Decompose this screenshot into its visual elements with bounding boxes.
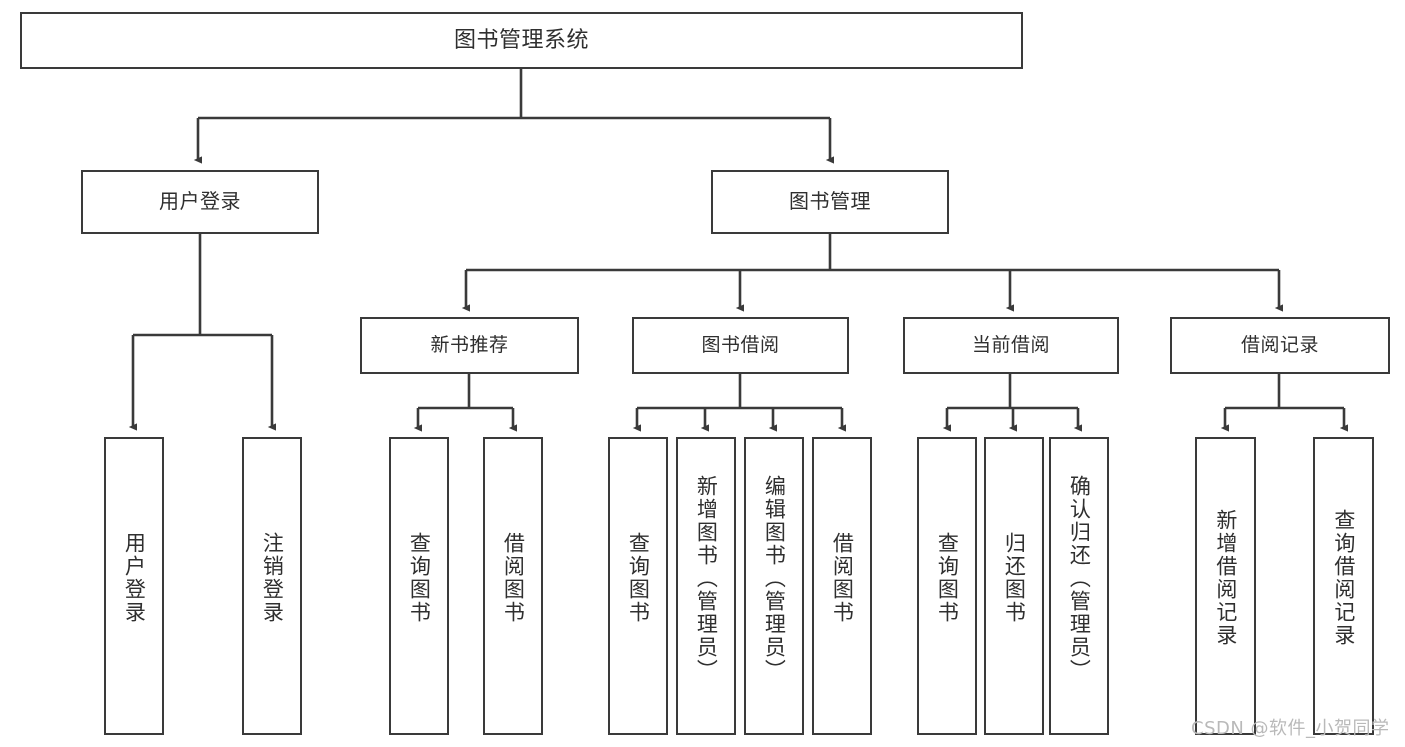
leaf-query-book-3-label: 查询图书 [935, 532, 960, 624]
node-root-system-label: 图书管理系统 [453, 27, 589, 53]
leaf-query-book-1-label: 查询图书 [407, 532, 432, 624]
leaf-user-login-label: 用户登录 [122, 532, 147, 624]
node-book-management-label: 图书管理 [789, 189, 871, 214]
leaf-return-book-label: 归还图书 [1002, 532, 1027, 624]
node-book-borrow-label: 图书借阅 [701, 334, 780, 357]
node-book-borrow[interactable]: 图书借阅 [632, 317, 849, 374]
leaf-add-book-label: 新增图书（管理员） [694, 475, 719, 682]
csdn-watermark: CSDN @软件_小贺同学 [1191, 718, 1390, 739]
node-user-login-label: 用户登录 [159, 189, 241, 214]
node-borrow-record[interactable]: 借阅记录 [1170, 317, 1390, 374]
leaf-edit-book[interactable]: 编辑图书（管理员） [744, 437, 804, 735]
node-root-system[interactable]: 图书管理系统 [20, 12, 1023, 69]
leaf-borrow-book-2[interactable]: 借阅图书 [812, 437, 872, 735]
leaf-user-login[interactable]: 用户登录 [104, 437, 164, 735]
node-new-book-recommend[interactable]: 新书推荐 [360, 317, 579, 374]
leaf-query-book-2-label: 查询图书 [626, 532, 651, 624]
node-user-login[interactable]: 用户登录 [81, 170, 319, 234]
leaf-query-book-2[interactable]: 查询图书 [608, 437, 668, 735]
leaf-borrow-book-2-label: 借阅图书 [830, 532, 855, 624]
leaf-add-record-label: 新增借阅记录 [1213, 509, 1238, 647]
leaf-add-record[interactable]: 新增借阅记录 [1195, 437, 1256, 735]
leaf-query-record[interactable]: 查询借阅记录 [1313, 437, 1374, 735]
leaf-query-book-1[interactable]: 查询图书 [389, 437, 449, 735]
leaf-logout-login[interactable]: 注销登录 [242, 437, 302, 735]
leaf-logout-login-label: 注销登录 [260, 532, 285, 624]
node-borrow-record-label: 借阅记录 [1240, 334, 1319, 357]
node-new-book-recommend-label: 新书推荐 [430, 334, 509, 357]
node-current-borrow[interactable]: 当前借阅 [903, 317, 1119, 374]
leaf-return-book[interactable]: 归还图书 [984, 437, 1044, 735]
leaf-confirm-return[interactable]: 确认归还（管理员） [1049, 437, 1109, 735]
leaf-confirm-return-label: 确认归还（管理员） [1067, 475, 1092, 682]
leaf-query-record-label: 查询借阅记录 [1331, 509, 1356, 647]
leaf-borrow-book-1-label: 借阅图书 [501, 532, 526, 624]
leaf-borrow-book-1[interactable]: 借阅图书 [483, 437, 543, 735]
leaf-add-book[interactable]: 新增图书（管理员） [676, 437, 736, 735]
node-book-management[interactable]: 图书管理 [711, 170, 949, 234]
node-current-borrow-label: 当前借阅 [971, 334, 1050, 357]
leaf-edit-book-label: 编辑图书（管理员） [762, 475, 787, 682]
leaf-query-book-3[interactable]: 查询图书 [917, 437, 977, 735]
